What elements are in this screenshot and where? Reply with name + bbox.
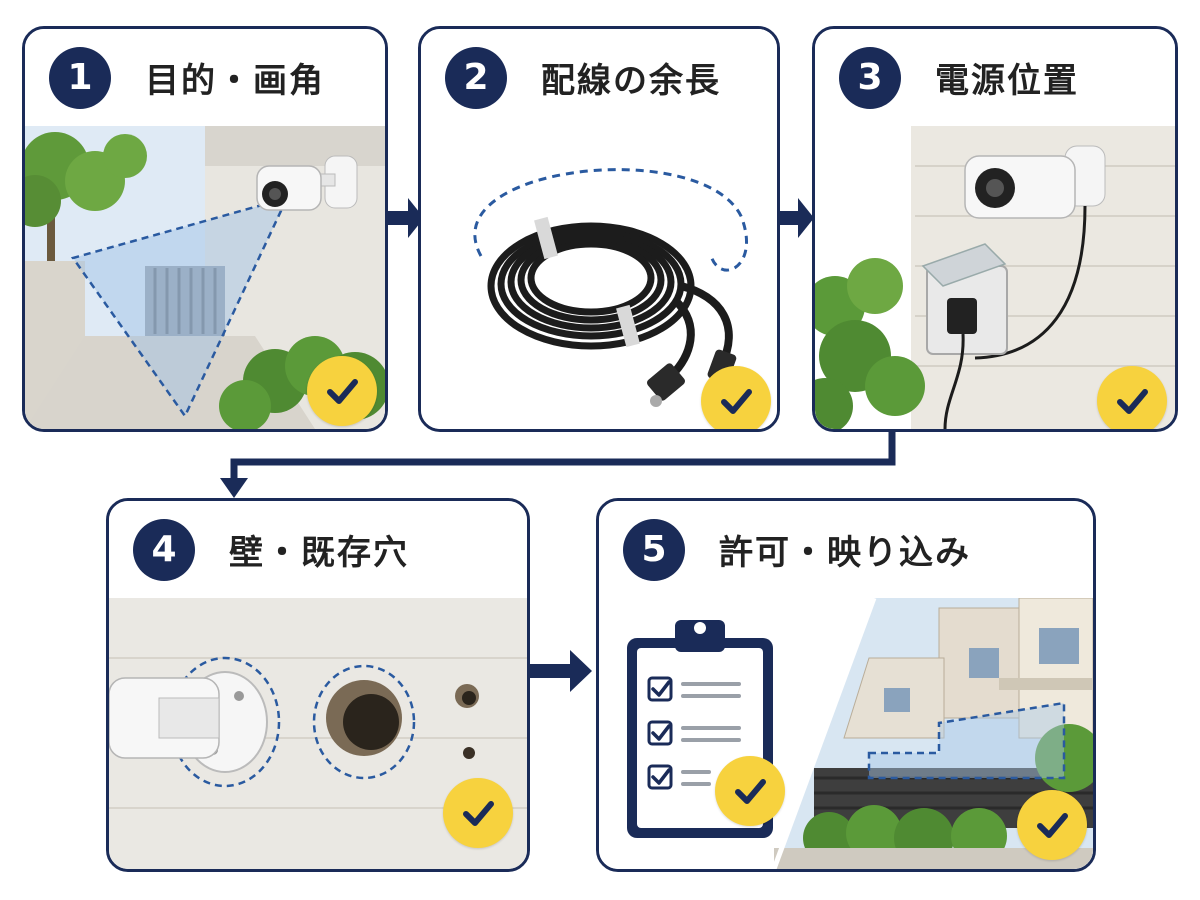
clipboard-checklist-icon bbox=[599, 598, 1093, 869]
check-badge bbox=[307, 356, 377, 426]
step-title: 許可・映り込み bbox=[719, 533, 971, 573]
check-icon bbox=[1117, 389, 1148, 414]
check-badge bbox=[715, 756, 785, 826]
step-card-3: 3 電源位置 bbox=[812, 26, 1178, 432]
check-icon bbox=[327, 379, 358, 404]
step-number-badge: 2 bbox=[445, 46, 507, 109]
step-title: 目的・画角 bbox=[145, 61, 325, 101]
check-icon bbox=[1037, 813, 1068, 838]
step-number-badge: 5 bbox=[623, 518, 685, 581]
step-illustration bbox=[599, 598, 1093, 869]
step-number-badge: 4 bbox=[133, 518, 195, 581]
step-header: 4 壁・既存穴 bbox=[109, 501, 527, 598]
step-illustration bbox=[109, 598, 527, 869]
check-icon bbox=[735, 779, 766, 804]
check-badge bbox=[1097, 366, 1167, 429]
step-illustration bbox=[421, 126, 777, 429]
step-title: 配線の余長 bbox=[541, 61, 721, 101]
check-badge bbox=[443, 778, 513, 848]
step-header: 2 配線の余長 bbox=[421, 29, 777, 126]
step-card-2: 2 配線の余長 bbox=[418, 26, 780, 432]
step-number-badge: 1 bbox=[49, 46, 111, 109]
step-illustration bbox=[25, 126, 385, 429]
step-title: 壁・既存穴 bbox=[229, 533, 409, 573]
step-card-4: 4 壁・既存穴 bbox=[106, 498, 530, 872]
step-number-badge: 3 bbox=[839, 46, 901, 109]
step-illustration bbox=[815, 126, 1175, 429]
step-title: 電源位置 bbox=[935, 61, 1079, 101]
step-header: 1 目的・画角 bbox=[25, 29, 385, 126]
check-icon bbox=[463, 801, 494, 826]
step-header: 5 許可・映り込み bbox=[599, 501, 1093, 598]
check-badge bbox=[1017, 790, 1087, 860]
step-header: 3 電源位置 bbox=[815, 29, 1175, 126]
step-card-5: 5 許可・映り込み bbox=[596, 498, 1096, 872]
check-icon bbox=[721, 389, 752, 414]
check-badge bbox=[701, 366, 771, 429]
step-card-1: 1 目的・画角 bbox=[22, 26, 388, 432]
